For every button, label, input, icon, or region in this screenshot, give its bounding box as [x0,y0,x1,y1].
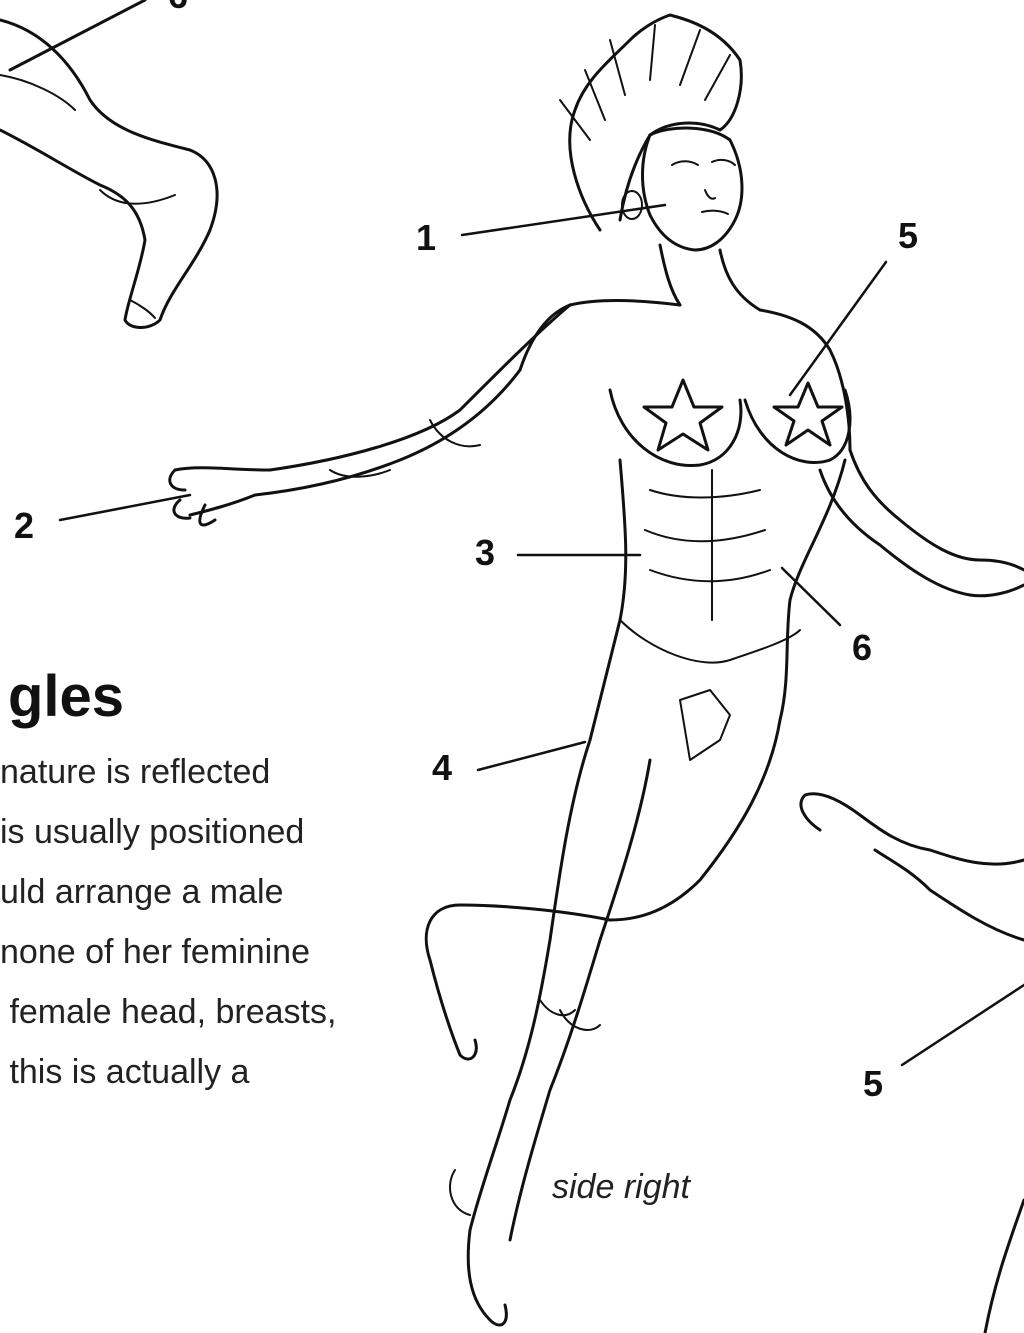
body-line: uld arrange a male [0,862,420,922]
body-line: female head, breasts, [0,982,420,1042]
callout-2: 2 [14,508,34,544]
callout-5-lower: 5 [863,1066,883,1102]
body-line: this is actually a [0,1042,420,1102]
callout-5-upper: 5 [898,218,918,254]
body-line: nature is reflected [0,742,420,802]
female-figure [170,15,1024,1325]
callout-4: 4 [432,750,452,786]
figure-caption: side right [552,1168,690,1207]
callout-1: 1 [416,220,436,256]
callout-3: 3 [475,535,495,571]
top-callout-number: 6 [168,0,188,14]
callout-6: 6 [852,630,872,666]
section-heading: gles [8,668,124,726]
leg-fragment-top-left [0,20,217,328]
body-paragraph: nature is reflected is usually positione… [0,742,420,1102]
body-line: is usually positioned [0,802,420,862]
callout-line-top [10,0,145,70]
body-line: none of her feminine [0,922,420,982]
arm-fragment-right [801,794,1024,1333]
